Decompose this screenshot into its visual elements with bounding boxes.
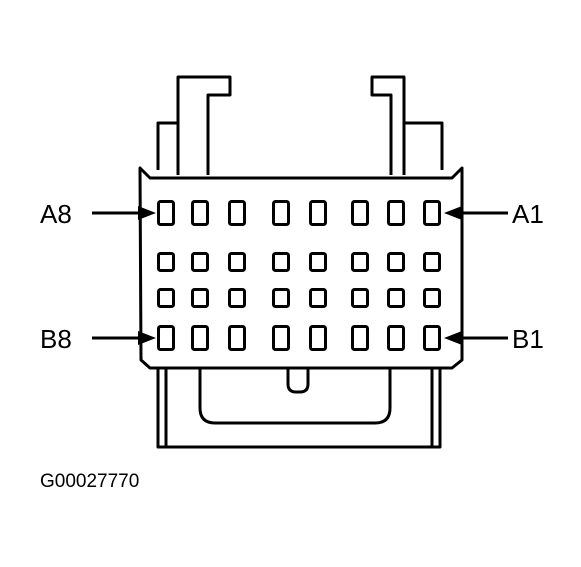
- label-a1: A1: [512, 199, 544, 229]
- pin-cavity: [387, 288, 405, 308]
- pin-cavity: [387, 200, 405, 226]
- arrow-b1: [444, 331, 508, 345]
- pin-cavity: [157, 200, 175, 226]
- pin-cavities: [157, 200, 441, 351]
- pin-cavity: [157, 325, 175, 351]
- label-a8: A8: [40, 199, 72, 229]
- pin-cavity: [351, 325, 369, 351]
- pin-cavity: [157, 288, 175, 308]
- pin-cavity: [191, 288, 209, 308]
- pin-cavity: [351, 288, 369, 308]
- pin-cavity: [309, 200, 327, 226]
- pin-cavity: [423, 325, 441, 351]
- pin-cavity: [272, 325, 290, 351]
- lower-housing: [156, 368, 442, 449]
- pin-cavity: [309, 325, 327, 351]
- left-latch: [176, 75, 232, 175]
- pin-cavity: [228, 288, 246, 308]
- pin-cavity: [272, 200, 290, 226]
- figure-id: G00027770: [40, 471, 139, 492]
- keying-notch: [286, 368, 310, 394]
- arrow-a8: [92, 206, 156, 220]
- pin-cavity: [272, 288, 290, 308]
- label-b1: B1: [512, 324, 544, 354]
- arrow-a1: [444, 206, 508, 220]
- pin-cavity: [228, 252, 246, 272]
- pin-cavity: [228, 325, 246, 351]
- pin-cavity: [351, 252, 369, 272]
- pin-cavity: [157, 252, 175, 272]
- arrow-b8: [92, 331, 156, 345]
- pin-cavity: [272, 252, 290, 272]
- pin-cavity: [423, 252, 441, 272]
- pin-cavity: [228, 200, 246, 226]
- label-b8: B8: [40, 324, 72, 354]
- pin-cavity: [309, 288, 327, 308]
- pin-cavity: [309, 252, 327, 272]
- pin-cavity: [387, 325, 405, 351]
- right-side-tab: [404, 121, 444, 170]
- pin-cavity: [351, 200, 369, 226]
- connector-body: [138, 166, 464, 370]
- pin-cavity: [191, 200, 209, 226]
- pin-cavity: [423, 200, 441, 226]
- pin-cavity: [387, 252, 405, 272]
- pin-cavity: [423, 288, 441, 308]
- pin-cavity: [191, 252, 209, 272]
- keyway-channel: [198, 368, 392, 425]
- pin-cavity: [191, 325, 209, 351]
- right-latch: [370, 75, 406, 175]
- left-side-tab: [156, 121, 178, 170]
